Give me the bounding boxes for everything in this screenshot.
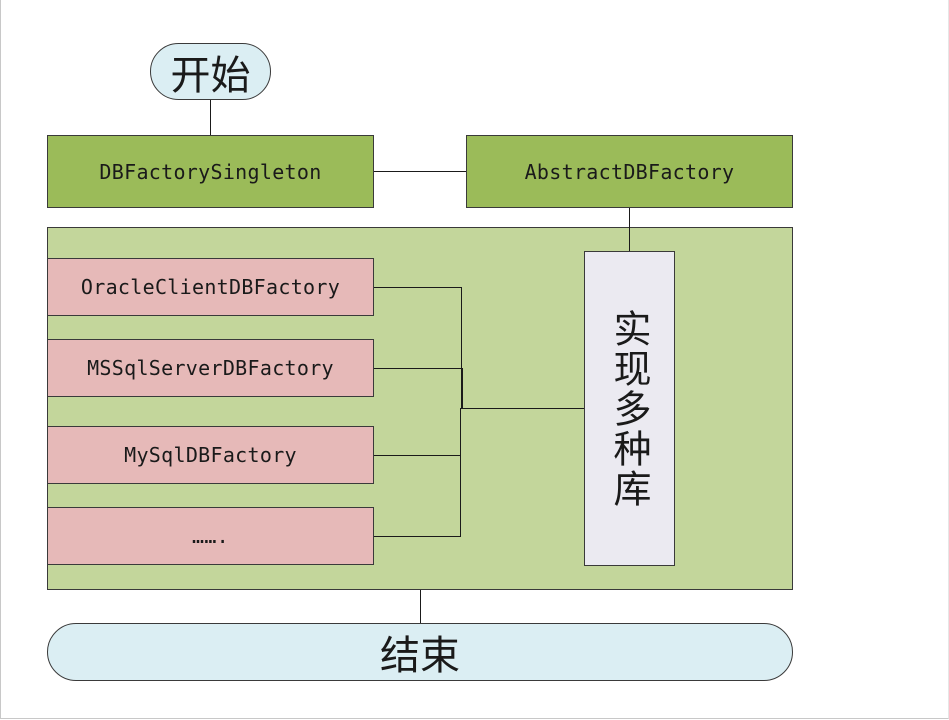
connector-more-h — [374, 536, 460, 537]
singleton-node: DBFactorySingleton — [47, 135, 374, 208]
factory-mysql-label: MySqlDBFactory — [124, 443, 297, 467]
implementations-label-box: 实现多种库 — [584, 251, 675, 566]
factory-mssql-label: MSSqlServerDBFactory — [87, 356, 334, 380]
connector-mssql-v — [462, 368, 463, 408]
end-label: 结束 — [380, 633, 460, 679]
start-node: 开始 — [150, 43, 271, 100]
connector-lower-v — [460, 408, 461, 537]
factory-oracle: OracleClientDBFactory — [47, 258, 374, 316]
implementations-label: 实现多种库 — [607, 308, 651, 509]
factory-mssql: MSSqlServerDBFactory — [47, 339, 374, 397]
connector-container-end — [420, 590, 421, 624]
connector-singleton-abstract — [374, 171, 466, 172]
singleton-label: DBFactorySingleton — [99, 159, 322, 184]
connector-mysql-h — [374, 455, 460, 456]
factory-oracle-label: OracleClientDBFactory — [80, 275, 341, 299]
connector-start-singleton — [210, 100, 211, 136]
connector-abstract-label — [629, 208, 630, 251]
factory-mysql: MySqlDBFactory — [47, 426, 374, 484]
abstract-factory-node: AbstractDBFactory — [466, 135, 793, 208]
connector-mssql-h — [374, 368, 463, 369]
abstract-factory-label: AbstractDBFactory — [524, 159, 735, 184]
connector-oracle-h — [374, 287, 462, 288]
factory-more-label: ……. — [191, 524, 230, 548]
start-label: 开始 — [170, 52, 251, 99]
end-node: 结束 — [47, 623, 793, 681]
connector-oracle-v — [461, 287, 462, 408]
connector-bus-label — [460, 408, 585, 409]
factory-more: ……. — [47, 507, 374, 565]
